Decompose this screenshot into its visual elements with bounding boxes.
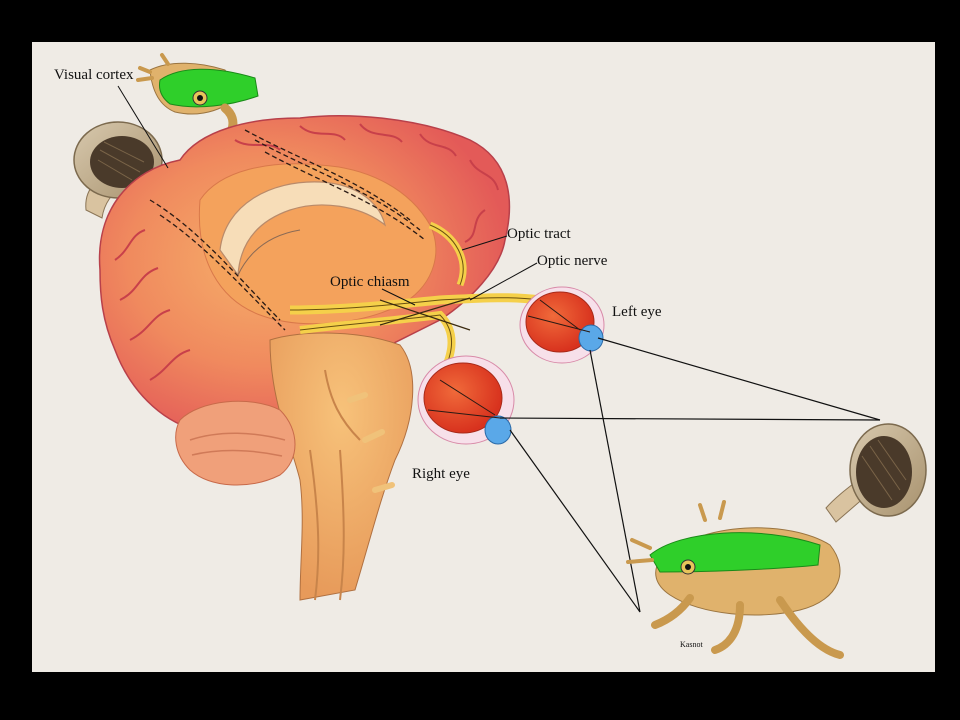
frog-top-left (136, 53, 259, 155)
sight-lines (499, 337, 881, 613)
artist-signature: Kasnot (680, 640, 703, 649)
frog-bottom-right (626, 500, 844, 659)
label-optic-tract: Optic tract (507, 226, 571, 242)
label-optic-chiasm: Optic chiasm (330, 274, 410, 290)
optic-pathway (289, 221, 541, 382)
label-optic-nerve: Optic nerve (537, 253, 608, 269)
mushroom-right (825, 423, 927, 523)
label-right-eye: Right eye (412, 466, 470, 482)
right-eye (417, 355, 515, 445)
mushroom-top-left (73, 121, 163, 219)
brain (98, 115, 511, 601)
label-visual-cortex: Visual cortex (54, 67, 134, 83)
left-eye (519, 286, 605, 364)
leader-lines (117, 85, 538, 306)
label-left-eye: Left eye (612, 304, 662, 320)
